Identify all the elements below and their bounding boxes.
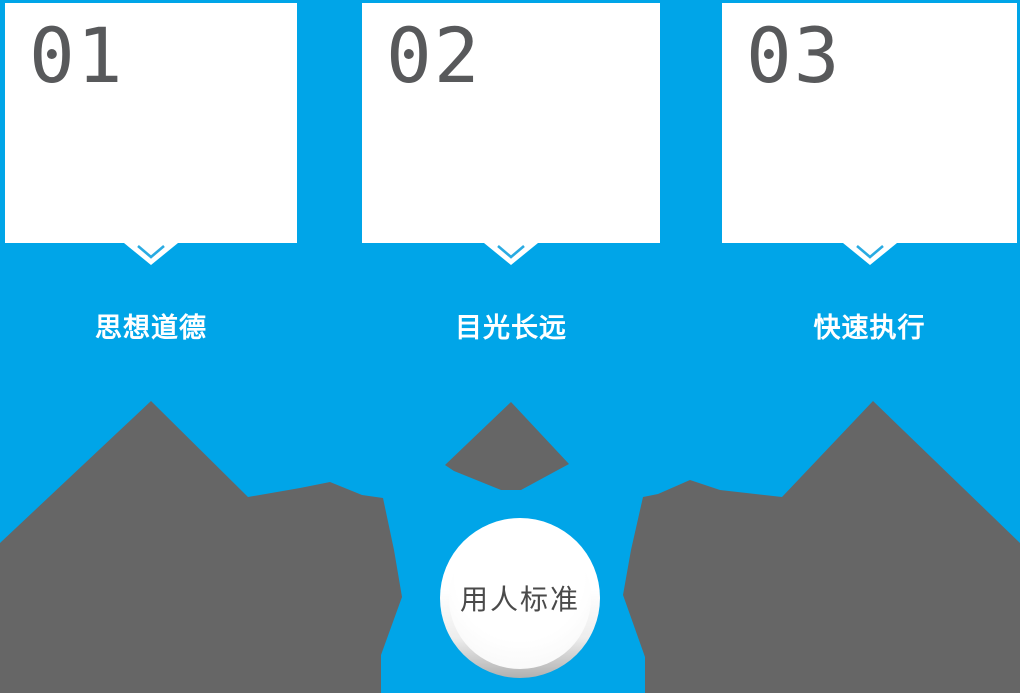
chevron-down-icon — [842, 243, 897, 265]
center-badge-label: 用人标准 — [459, 583, 580, 616]
step-number-1: 01 — [29, 11, 125, 100]
step-card-2: 02 — [362, 3, 660, 265]
step-number-3: 03 — [746, 11, 842, 100]
center-diamond-peak-shape — [445, 402, 569, 490]
step-number-2: 02 — [386, 11, 482, 100]
chevron-down-icon — [484, 243, 538, 265]
step-label-3: 快速执行 — [813, 313, 926, 344]
step-card-1: 01 — [5, 3, 297, 265]
step-card-3: 03 — [722, 3, 1017, 265]
chevron-down-icon — [124, 243, 178, 265]
left-mountain-shape — [0, 401, 402, 693]
right-mountain-shape — [623, 401, 1020, 693]
center-badge: 用人标准 — [440, 518, 600, 678]
center-badge-inner: 用人标准 — [449, 527, 591, 669]
step-label-2: 目光长远 — [455, 313, 567, 344]
step-label-1: 思想道德 — [95, 313, 207, 344]
